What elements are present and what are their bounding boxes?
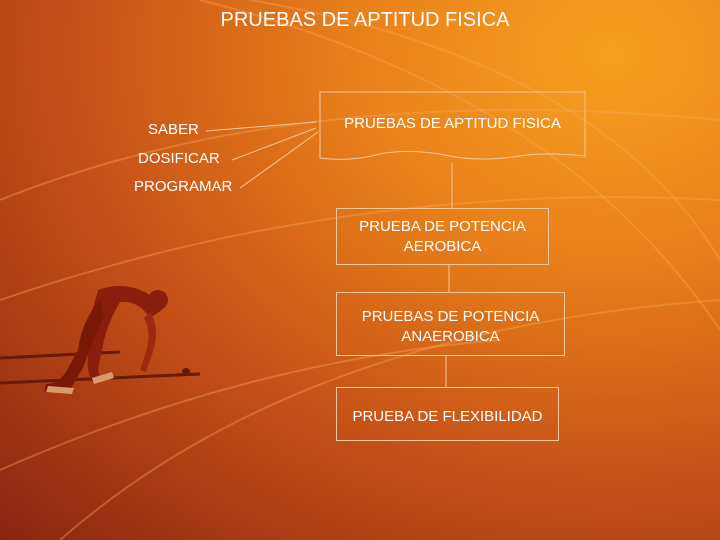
box-potencia-anaerobica: PRUEBAS DE POTENCIA ANAEROBICA xyxy=(336,292,565,356)
label-saber: SABER xyxy=(148,121,199,138)
box-line: PRUEBA DE FLEXIBILIDAD xyxy=(352,408,543,425)
doc-box-shape xyxy=(319,91,586,160)
box-flexibilidad: PRUEBA DE FLEXIBILIDAD xyxy=(336,387,559,441)
box-potencia-aerobica: PRUEBA DE POTENCIA AEROBICA xyxy=(336,208,549,265)
connector-lines xyxy=(205,121,319,189)
doc-box-label: PRUEBAS DE APTITUD FISICA xyxy=(344,115,561,132)
label-programar: PROGRAMAR xyxy=(134,178,233,195)
box-line: PRUEBA DE POTENCIA xyxy=(359,218,526,235)
box-line: PRUEBAS DE POTENCIA xyxy=(361,308,540,325)
box-line: AEROBICA xyxy=(403,238,482,255)
page-title: PRUEBAS DE APTITUD FISICA xyxy=(220,9,510,31)
label-dosificar: DOSIFICAR xyxy=(138,150,220,167)
sprinter-icon xyxy=(44,286,190,394)
box-line: ANAEROBICA xyxy=(401,328,500,345)
vertical-connectors xyxy=(445,163,453,387)
